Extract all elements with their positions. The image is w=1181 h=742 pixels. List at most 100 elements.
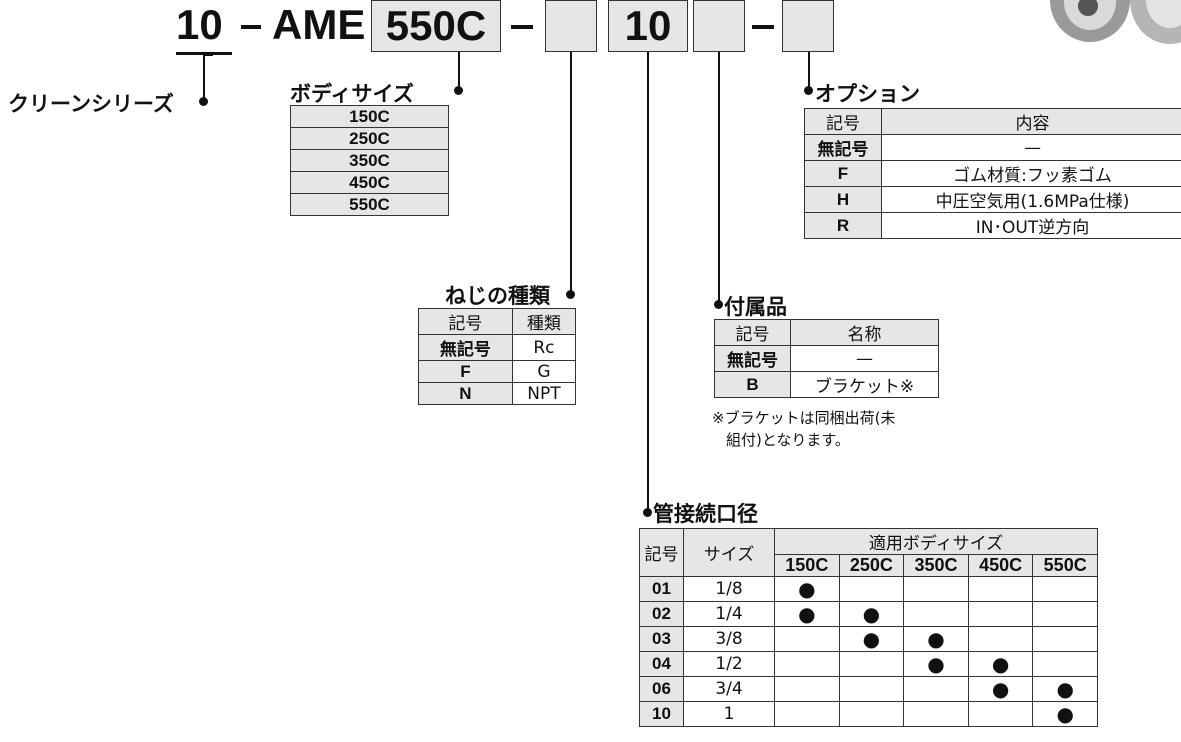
option-symbol: R [804, 212, 882, 239]
port-code: 02 [639, 601, 684, 627]
port-fit-cell [903, 576, 969, 602]
port-size: 1 [683, 701, 775, 727]
option-value: 中圧空気用(1.6MPa仕様) [881, 186, 1181, 213]
port-fit-cell [838, 576, 905, 602]
option-value: IN･OUT逆方向 [881, 212, 1181, 239]
thread-symbol: F [418, 360, 513, 383]
port-fit-cell [774, 626, 840, 652]
port-code: 01 [639, 576, 684, 602]
port-fit-cell [903, 601, 969, 627]
port-fit-cell [838, 676, 905, 702]
code-series: AME [272, 1, 366, 48]
option-box [782, 0, 834, 52]
clean-label: クリーンシリーズ [8, 92, 174, 116]
fit-mark: ● [967, 651, 1034, 677]
fit-mark: ● [1032, 676, 1098, 702]
fit-mark: ● [838, 601, 905, 627]
body-leader [458, 52, 460, 88]
port-header-body: 550C [1032, 554, 1098, 577]
fit-mark: ● [903, 651, 969, 677]
option-symbol: H [804, 186, 882, 213]
option-title: オプション [815, 82, 920, 106]
thread-header-type: 種類 [511, 308, 577, 335]
accessory-row: 無記号— [714, 345, 939, 372]
code-prefix: 10 [176, 1, 223, 48]
accessory-note-line-1: ※ブラケットは同梱出荷(未 [712, 409, 896, 427]
port-code: 06 [639, 676, 684, 702]
port-header-body: 350C [903, 554, 969, 577]
body-size-cell: 550C [290, 193, 449, 216]
body-size-row: 450C [290, 171, 449, 194]
port-size: 1/8 [683, 576, 775, 602]
accessory-value: — [790, 345, 939, 372]
option-row: 無記号— [804, 134, 1181, 161]
port-header-size: サイズ [683, 528, 775, 577]
accessory-header-symbol: 記号 [714, 319, 791, 346]
prefix-underline [176, 52, 232, 55]
port-fit-cell [1032, 626, 1098, 652]
fit-mark: ● [903, 626, 969, 652]
accessory-leader [718, 52, 720, 304]
body-size-box: 550C [371, 0, 501, 52]
thread-symbol: N [418, 382, 513, 405]
accessory-dot [714, 300, 723, 309]
accessory-box [693, 0, 745, 52]
port-size: 3/4 [683, 676, 775, 702]
port-size: 3/8 [683, 626, 775, 652]
port-fit-cell [1032, 576, 1098, 602]
option-symbol: F [804, 160, 882, 187]
code-dash-2 [511, 25, 533, 29]
port-header-symbol: 記号 [639, 528, 684, 577]
port-fit-cell [903, 701, 969, 727]
option-leader [808, 52, 810, 88]
fit-mark: ● [774, 601, 840, 627]
product-image [1050, 0, 1181, 44]
body-size-row: 250C [290, 127, 449, 150]
thread-value: G [511, 360, 577, 383]
thread-dot [566, 290, 575, 299]
port-fit-cell [967, 601, 1034, 627]
port-header-body: 250C [838, 554, 905, 577]
port-fit-cell [1032, 651, 1098, 677]
port-dot [643, 508, 652, 517]
port-fit-cell [967, 701, 1034, 727]
option-value: ゴム材質:フッ素ゴム [881, 160, 1181, 187]
accessory-note-line-2: 組付)となります。 [726, 431, 850, 449]
port-code: 04 [639, 651, 684, 677]
port-size: 1/4 [683, 601, 775, 627]
fit-mark: ● [838, 626, 905, 652]
port-header-body: 150C [774, 554, 840, 577]
thread-value: NPT [511, 382, 577, 405]
accessory-title: 付属品 [724, 295, 787, 319]
port-fit-cell [838, 701, 905, 727]
accessory-note: ※ブラケットは同梱出荷(未 組付)となります。 [712, 407, 895, 451]
port-code: 03 [639, 626, 684, 652]
clean-dot [199, 97, 208, 106]
thread-title: ねじの種類 [445, 284, 550, 308]
body-size-cell: 450C [290, 171, 449, 194]
port-fit-cell [838, 651, 905, 677]
port-header-bodies: 適用ボディサイズ [774, 528, 1098, 555]
body-size-row: 150C [290, 105, 449, 128]
accessory-header-name: 名称 [790, 319, 939, 346]
code-dash-3 [752, 25, 774, 29]
body-size-code: 550C [385, 2, 487, 49]
port-box: 10 [608, 0, 688, 52]
port-fit-cell [774, 701, 840, 727]
port-leader [647, 52, 649, 512]
accessory-value: ブラケット※ [790, 371, 939, 398]
port-size-title: 管接続口径 [653, 502, 758, 526]
thread-leader [570, 52, 572, 292]
fit-mark: ● [774, 576, 840, 602]
